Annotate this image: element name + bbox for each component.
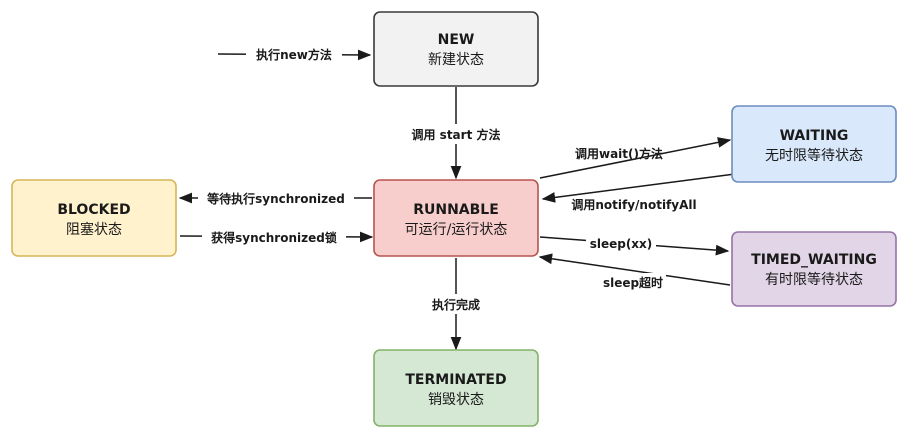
edge-label-waiting-runnable: 调用notify/notifyAll [571,198,696,212]
edge-new-runnable: 调用 start 方法 [396,87,516,180]
node-timed-waiting-subtitle: 有时限等待状态 [765,271,863,288]
node-new-title: NEW [438,32,475,48]
edge-label-runnable-terminated: 执行完成 [432,297,480,312]
node-blocked-title: BLOCKED [57,202,130,218]
edge-start-new: 执行new方法 [217,45,372,63]
edge-label-timed-runnable: sleep超时 [603,275,663,290]
node-waiting-subtitle: 无时限等待状态 [765,147,863,164]
edge-waiting-runnable: 调用notify/notifyAll [541,173,736,212]
edge-label-new-runnable: 调用 start 方法 [412,127,501,142]
edge-label-runnable-blocked: 等待执行synchronized [206,191,345,206]
node-blocked-subtitle: 阻塞状态 [66,221,122,238]
edge-runnable-terminated: 执行完成 [418,258,494,351]
edge-label-blocked-runnable: 获得synchronized锁 [210,230,337,245]
node-runnable-subtitle: 可运行/运行状态 [405,222,508,238]
edge-runnable-timed: sleep(xx) [539,234,730,256]
node-new: NEW 新建状态 [373,11,539,87]
edge-label-runnable-waiting: 调用wait()方法 [575,146,663,161]
node-terminated-title: TERMINATED [405,372,506,388]
edge-runnable-blocked: 等待执行synchronized [178,189,372,207]
edge-timed-runnable: sleep超时 [538,253,731,291]
edge-label-start-new: 执行new方法 [256,47,332,62]
node-new-subtitle: 新建状态 [428,52,484,68]
node-runnable: RUNNABLE 可运行/运行状态 [373,179,539,257]
node-terminated: TERMINATED 销毁状态 [373,349,539,427]
node-timed-waiting-title: TIMED_WAITING [751,252,877,268]
node-waiting: WAITING 无时限等待状态 [731,105,897,183]
edge-blocked-runnable: 获得synchronized锁 [179,228,374,246]
edge-label-runnable-timed: sleep(xx) [590,237,653,251]
node-runnable-title: RUNNABLE [413,202,499,218]
node-blocked: BLOCKED 阻塞状态 [11,179,177,257]
edge-runnable-waiting: 调用wait()方法 [539,137,732,179]
node-terminated-subtitle: 销毁状态 [428,392,484,408]
node-timed-waiting: TIMED_WAITING 有时限等待状态 [731,231,897,307]
node-waiting-title: WAITING [780,128,849,144]
